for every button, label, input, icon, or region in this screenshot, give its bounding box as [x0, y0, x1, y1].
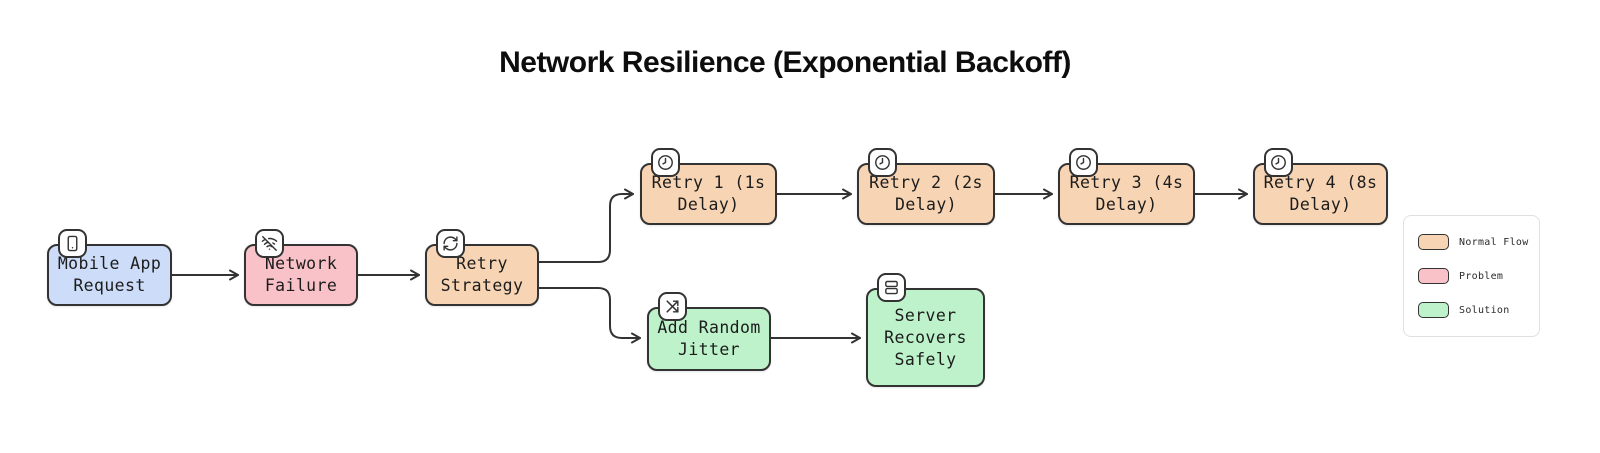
- smartphone-icon: [67, 235, 78, 252]
- wifi-off-icon: [261, 236, 278, 251]
- shuffle-icon: [666, 300, 679, 313]
- node-icon-badge: [436, 229, 465, 258]
- node-icon-badge: [1264, 148, 1293, 177]
- node-icon-badge: [1069, 148, 1098, 177]
- node-icon-badge: [651, 148, 680, 177]
- clock-icon: [658, 155, 673, 170]
- node-label: Retry Strategy: [440, 254, 524, 295]
- legend-label: Solution: [1459, 304, 1510, 316]
- legend-swatch-normal-flow: [1418, 234, 1449, 250]
- node-retry-2: Retry 2 (2s Delay): [857, 148, 995, 225]
- node-icon-badge: [58, 229, 87, 258]
- node-icon-badge: [868, 148, 897, 177]
- clock-icon: [1271, 155, 1286, 170]
- clock-icon: [875, 155, 890, 170]
- node-mobile-app-request: Mobile App Request: [47, 229, 172, 306]
- legend-item-solution: Solution: [1418, 302, 1539, 318]
- legend-label: Normal Flow: [1459, 236, 1529, 248]
- server-icon: [885, 280, 898, 295]
- legend-label: Problem: [1459, 270, 1504, 282]
- diagram-title: Network Resilience (Exponential Backoff): [499, 46, 1071, 79]
- node-label: Retry 2 (2s Delay): [869, 173, 983, 214]
- node-retry-strategy: Retry Strategy: [425, 229, 539, 306]
- legend-item-problem: Problem: [1418, 268, 1539, 284]
- node-label: Retry 3 (4s Delay): [1069, 173, 1184, 214]
- node-icon-badge: [255, 229, 284, 258]
- node-label: Retry 4 (8s Delay): [1263, 173, 1378, 214]
- node-retry-1: Retry 1 (1s Delay): [640, 148, 777, 225]
- legend-item-normal-flow: Normal Flow: [1418, 234, 1539, 250]
- node-label: Retry 1 (1s Delay): [651, 173, 766, 214]
- edge-strategy-to-retry1: [538, 188, 634, 263]
- node-icon-badge: [658, 292, 687, 321]
- refresh-icon: [443, 236, 458, 251]
- edge-strategy-to-jitter: [538, 287, 641, 344]
- node-network-failure: Network Failure: [244, 229, 358, 306]
- node-add-random-jitter: Add Random Jitter: [647, 292, 771, 371]
- node-label: Network Failure: [264, 254, 338, 295]
- clock-icon: [1076, 155, 1091, 170]
- node-server-recovers-safely: Server Recovers Safely: [866, 273, 985, 387]
- node-label: Add Random Jitter: [657, 318, 761, 359]
- node-retry-3: Retry 3 (4s Delay): [1058, 148, 1195, 225]
- legend-swatch-problem: [1418, 268, 1449, 284]
- node-label: Mobile App Request: [57, 254, 162, 295]
- legend: Normal Flow Problem Solution: [1403, 215, 1540, 337]
- node-retry-4: Retry 4 (8s Delay): [1253, 148, 1388, 225]
- legend-swatch-solution: [1418, 302, 1449, 318]
- node-label: Server Recovers Safely: [884, 305, 967, 369]
- node-icon-badge: [877, 273, 906, 302]
